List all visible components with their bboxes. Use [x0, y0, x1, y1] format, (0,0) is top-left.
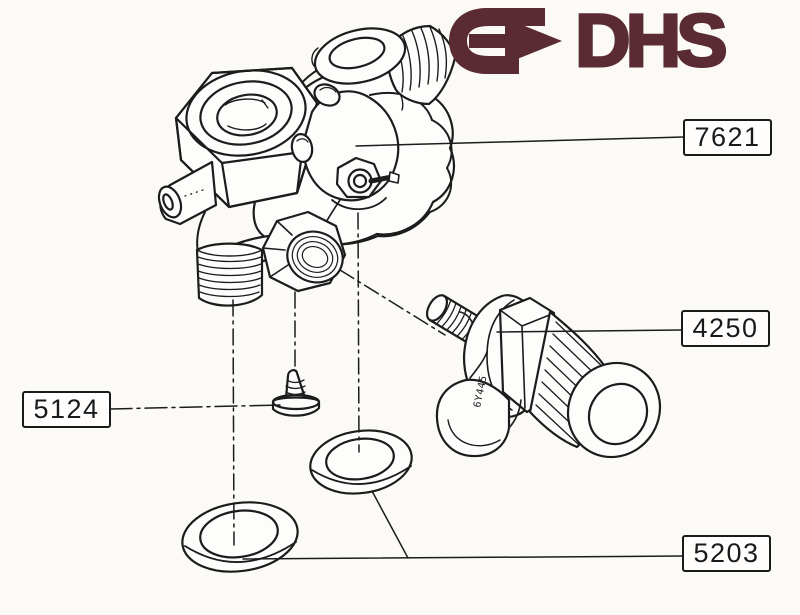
logo-text: DHS [574, 0, 730, 83]
left-spout [157, 160, 218, 226]
part-label-4250: 4250 [681, 310, 770, 347]
washer-lower [181, 501, 299, 573]
female-hex-coupling [261, 210, 347, 293]
part-label-5203: 5203 [682, 535, 771, 572]
part-number: 5124 [33, 394, 100, 424]
dhs-logo: DHS [447, 0, 730, 83]
part-number: 4250 [692, 313, 759, 343]
screw-illustration [271, 369, 321, 417]
leader-5124 [109, 404, 282, 410]
arrow-right-icon [449, 8, 562, 74]
top-oval-fitting [311, 27, 407, 85]
axis-bottom-outlet [232, 299, 235, 546]
leader-5203-branch [371, 490, 409, 559]
axis-lines [232, 212, 446, 546]
part-number: 5203 [693, 538, 760, 568]
axis-coupling-to-valve [339, 269, 446, 336]
leader-7621 [355, 136, 684, 147]
hex-pin-fitting [331, 156, 400, 211]
leader-4250 [496, 329, 682, 333]
washer-upper [309, 429, 413, 495]
angle-valve-illustration: 6Y445 [425, 294, 662, 459]
valve-4250-outlet-cup [435, 351, 522, 458]
part-label-5124: 5124 [22, 391, 111, 428]
part-number: 7621 [694, 122, 761, 152]
leader-lines [109, 136, 684, 560]
part-label-7621: 7621 [683, 119, 772, 156]
leader-5203-horizontal [242, 555, 684, 560]
valve-4250-knob [528, 310, 662, 459]
axis-upper-washer [357, 212, 360, 453]
main-valve-illustration [157, 24, 457, 307]
bottom-threaded-outlet [195, 242, 264, 307]
